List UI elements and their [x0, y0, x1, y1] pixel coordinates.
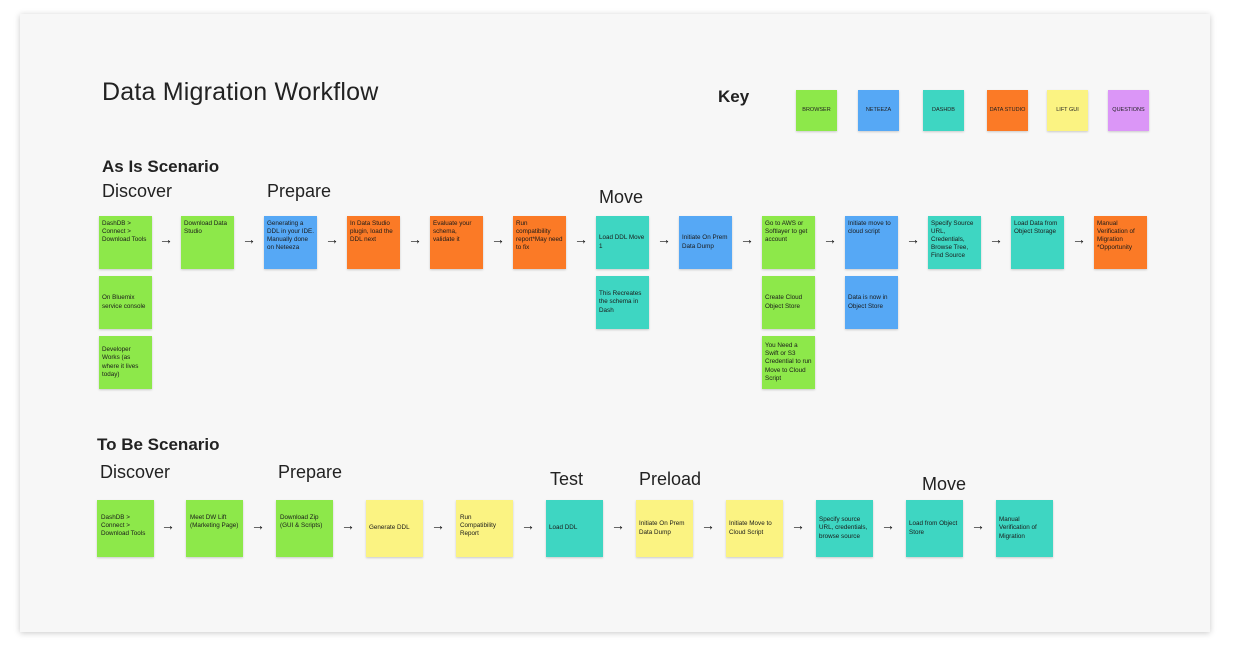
step-note: DashDB > Connect > Download Tools: [99, 216, 152, 269]
to-be-phase-test: Test: [550, 469, 584, 489]
arrow-right-icon: →: [251, 517, 265, 533]
arrow-right-icon: →: [611, 517, 625, 533]
arrow-right-icon: →: [159, 231, 173, 247]
arrow-right-icon: →: [740, 231, 754, 247]
step-note: Load DDL Move 1: [596, 216, 649, 269]
step-note: Manual Verification of Migration: [996, 500, 1053, 557]
sub-note: This Recreates the schema in Dash: [596, 276, 649, 329]
key-dashdb: DASHDB: [923, 90, 964, 131]
as-is-phase-prepare: Prepare: [267, 181, 332, 201]
sub-note: On Bluemix service console: [99, 276, 152, 329]
to-be-phase-discover: Discover: [100, 462, 171, 482]
arrow-right-icon: →: [906, 231, 920, 247]
arrow-right-icon: →: [701, 517, 715, 533]
step-note: Specify Source URL, Credentials, Browse …: [928, 216, 981, 269]
key-data-studio: DATA STUDIO: [987, 90, 1028, 131]
step-note: DashDB > Connect > Download Tools: [97, 500, 154, 557]
step-note: In Data Studio plugin, load the DDL next: [347, 216, 400, 269]
key-lift-gui: LIFT GUI: [1047, 90, 1088, 131]
step-note: Generating a DDL in your IDE. Manually d…: [264, 216, 317, 269]
step-note: Go to AWS or Softlayer to get account: [762, 216, 815, 269]
step-note: Generate DDL: [366, 500, 423, 557]
arrow-right-icon: →: [161, 517, 175, 533]
arrow-right-icon: →: [1072, 231, 1086, 247]
step-note: Download Zip (GUI & Scripts): [276, 500, 333, 557]
arrow-right-icon: →: [521, 517, 535, 533]
step-note: Run Compatibility Report: [456, 500, 513, 557]
step-note: Download Data Studio: [181, 216, 234, 269]
arrow-right-icon: →: [791, 517, 805, 533]
sub-note: Create Cloud Object Store: [762, 276, 815, 329]
to-be-phase-prepare: Prepare: [278, 462, 343, 482]
arrow-right-icon: →: [657, 231, 671, 247]
step-note: Evaluate your schema, validate it: [430, 216, 483, 269]
step-note: Load Data from Object Storage: [1011, 216, 1064, 269]
arrow-right-icon: →: [823, 231, 837, 247]
as-is-phase-discover: Discover: [102, 181, 173, 201]
arrow-right-icon: →: [242, 231, 256, 247]
step-note: Initiate Move to Cloud Script: [726, 500, 783, 557]
sub-note: Data is now in Object Store: [845, 276, 898, 329]
step-note: Initiate On Prem Data Dump: [636, 500, 693, 557]
arrow-right-icon: →: [881, 517, 895, 533]
key-questions: QUESTIONS: [1108, 90, 1149, 131]
step-note: Initiate move to cloud script: [845, 216, 898, 269]
step-note: Run compatibility report*May need to fix: [513, 216, 566, 269]
arrow-right-icon: →: [971, 517, 985, 533]
arrow-right-icon: →: [431, 517, 445, 533]
step-note: Load from Object Store: [906, 500, 963, 557]
arrow-right-icon: →: [574, 231, 588, 247]
arrow-right-icon: →: [989, 231, 1003, 247]
to-be-phase-preload: Preload: [639, 469, 702, 489]
as-is-title: As Is Scenario: [102, 157, 220, 176]
step-note: Meet DW Lift (Marketing Page): [186, 500, 243, 557]
arrow-right-icon: →: [491, 231, 505, 247]
step-note: Initiate On Prem Data Dump: [679, 216, 732, 269]
key-browser: BROWSER: [796, 90, 837, 131]
arrow-right-icon: →: [341, 517, 355, 533]
to-be-phase-move: Move: [922, 474, 967, 494]
key-label: Key: [718, 87, 750, 106]
as-is-phase-move: Move: [599, 187, 644, 207]
whiteboard: Data Migration Workflow Key BROWSER NETE…: [20, 14, 1210, 632]
sub-note: You Need a Swift or S3 Credential to run…: [762, 336, 815, 389]
sub-note: Developer Works (as where it lives today…: [99, 336, 152, 389]
step-note: Load DDL: [546, 500, 603, 557]
page-title: Data Migration Workflow: [102, 78, 379, 106]
step-note: Manual Verification of Migration *Opport…: [1094, 216, 1147, 269]
arrow-right-icon: →: [325, 231, 339, 247]
step-note: Specify source URL, credentials, browse …: [816, 500, 873, 557]
key-neteeza: NETEEZA: [858, 90, 899, 131]
to-be-title: To Be Scenario: [97, 435, 220, 454]
arrow-right-icon: →: [408, 231, 422, 247]
